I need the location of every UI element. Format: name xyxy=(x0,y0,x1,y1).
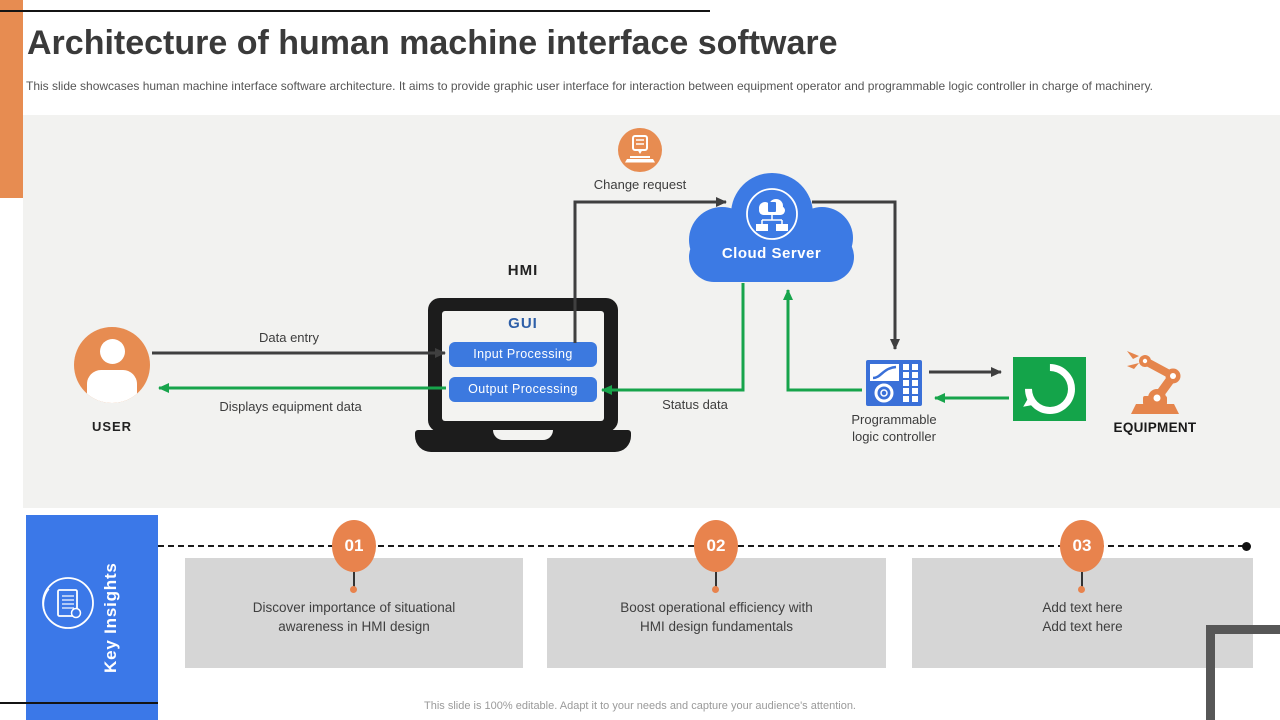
insight-connector-line xyxy=(715,572,717,588)
hmi-label: HMI xyxy=(507,262,539,279)
insight-connector-dot xyxy=(712,586,719,593)
page-title: Architecture of human machine interface … xyxy=(27,24,838,62)
label-data-entry: Data entry xyxy=(259,330,319,345)
insight-text-line1: Add text here xyxy=(1042,600,1123,615)
person-icon xyxy=(100,339,125,364)
label-displays-equipment-data: Displays equipment data xyxy=(219,399,362,414)
bottom-rule xyxy=(0,702,158,704)
server-update-icon xyxy=(625,135,655,163)
top-rule xyxy=(0,10,710,12)
accent-bar xyxy=(0,0,23,198)
insight-text-line2: awareness in HMI design xyxy=(278,619,430,634)
insight-number-badge: 02 xyxy=(694,520,738,572)
equipment-label: EQUIPMENT xyxy=(1113,420,1197,435)
input-processing-shape: Input Processing xyxy=(449,342,597,367)
cloud-server-label: Cloud Server xyxy=(721,245,822,262)
diagram-canvas xyxy=(23,115,1280,508)
gui-label: GUI xyxy=(508,315,538,332)
plc-label-line1: Programmable xyxy=(851,412,937,427)
user-avatar xyxy=(74,327,150,403)
label-status-data: Status data xyxy=(662,397,728,412)
user-label: USER xyxy=(91,419,133,434)
cloud-server-shape xyxy=(689,173,854,282)
insight-number-badge: 03 xyxy=(1060,520,1104,572)
insight-connector-dot xyxy=(350,586,357,593)
laptop-base xyxy=(415,430,631,452)
footer-note: This slide is 100% editable. Adapt it to… xyxy=(424,700,856,712)
output-processing-shape: Output Processing xyxy=(449,377,597,402)
plc-panel-icon xyxy=(866,360,922,406)
insight-text-line2: HMI design fundamentals xyxy=(639,619,794,634)
key-insights-title: Key Insights xyxy=(101,562,120,673)
laptop-notch xyxy=(493,430,553,440)
page-subtitle: This slide showcases human machine inter… xyxy=(26,79,1154,93)
corner-frame-decoration xyxy=(1206,625,1215,720)
change-request-badge xyxy=(618,128,662,172)
notes-icon xyxy=(42,577,94,629)
insight-text-line1: Discover importance of situational xyxy=(252,600,456,615)
insight-connector-dot xyxy=(1078,586,1085,593)
insight-connector-line xyxy=(353,572,355,588)
insight-text-line2: Add text here xyxy=(1042,619,1123,634)
person-body-icon xyxy=(87,370,137,403)
insight-connector-line xyxy=(1081,572,1083,588)
label-change-request: Change request xyxy=(593,177,687,192)
corner-frame-decoration xyxy=(1206,625,1280,634)
timeline-end-dot xyxy=(1242,542,1251,551)
plc-label: Programmable logic controller xyxy=(834,411,954,445)
rotate-arrow-icon xyxy=(1014,353,1086,425)
insight-text-line1: Boost operational efficiency with xyxy=(620,600,813,615)
insight-number-badge: 01 xyxy=(332,520,376,572)
rotation-badge xyxy=(1013,353,1086,425)
cloud-network-icon xyxy=(746,188,798,240)
plc-label-line2: logic controller xyxy=(852,429,936,444)
robot-arm-icon xyxy=(1127,351,1181,414)
